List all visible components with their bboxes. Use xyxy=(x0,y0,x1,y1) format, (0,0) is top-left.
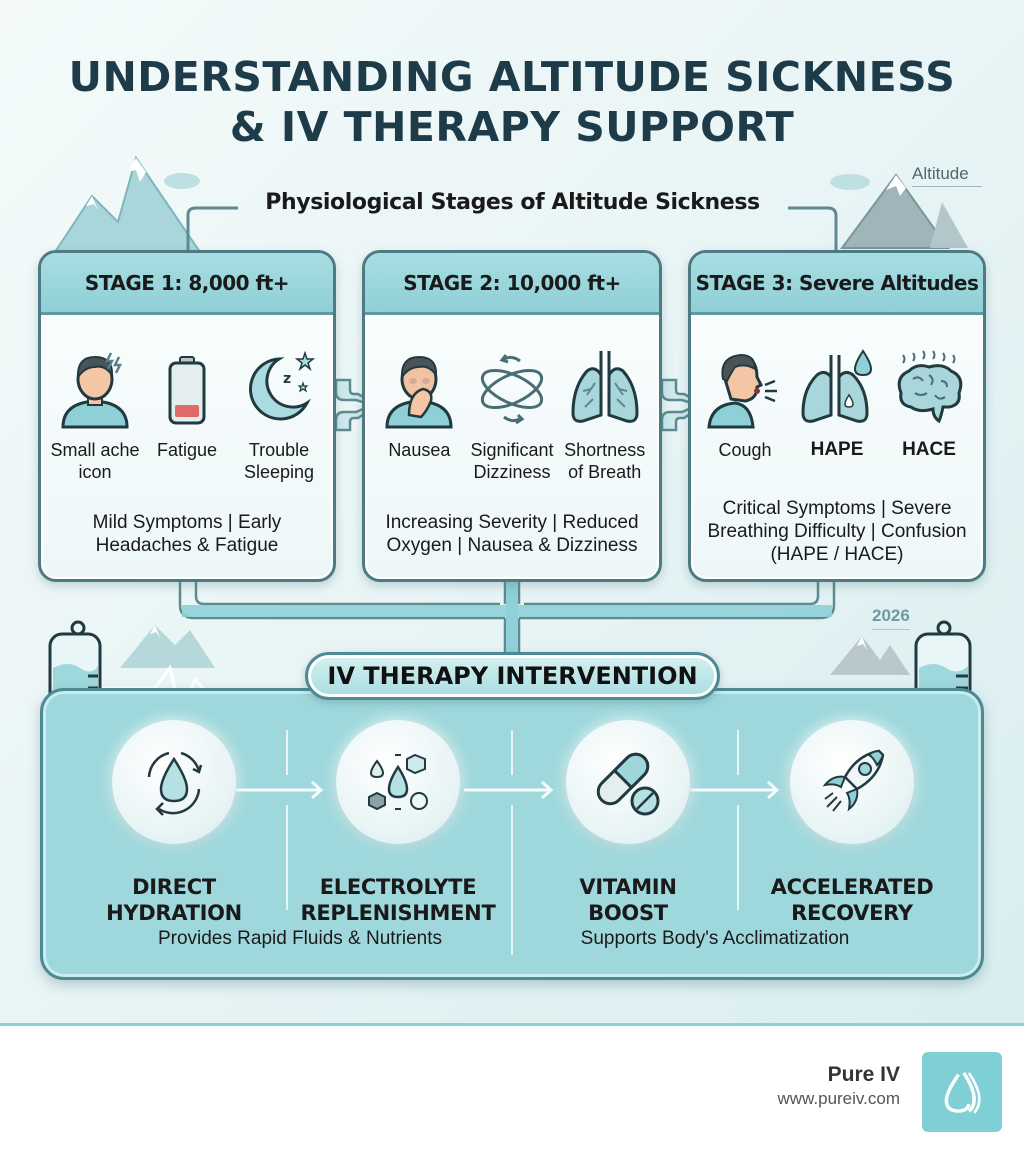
lungs-fluid-icon xyxy=(801,349,873,423)
water-drop-cycle-icon xyxy=(147,751,203,816)
symptom-label: Small ache icon xyxy=(50,440,140,482)
title-line-2: & IV THERAPY SUPPORT xyxy=(229,103,795,151)
lungs-icon xyxy=(571,351,639,423)
symptom-item: Cough xyxy=(699,343,791,461)
stage-card-2: STAGE 2: 10,000 ft+ Nausea xyxy=(362,250,662,582)
symptom-item: Significant Dizziness xyxy=(466,343,559,483)
stage-title: STAGE 3: Severe Altitudes xyxy=(691,253,983,315)
mountain-left-icon xyxy=(53,155,202,253)
electrolytes-icon xyxy=(368,753,428,811)
symptom-label: Nausea xyxy=(388,440,451,460)
brand-url[interactable]: www.pureiv.com xyxy=(777,1089,901,1108)
svg-text:z: z xyxy=(283,371,291,387)
altitude-label: Altitude xyxy=(912,164,982,187)
stage-description: Mild Symptoms | Early Headaches & Fatigu… xyxy=(92,512,282,556)
moon-sleep-icon: z xyxy=(249,350,316,421)
symptom-label: Significant Dizziness xyxy=(470,440,554,482)
stage-title: STAGE 2: 10,000 ft+ xyxy=(365,253,659,315)
cough-person-icon xyxy=(707,353,777,429)
headache-person-icon xyxy=(61,352,129,429)
water-drop-logo-icon xyxy=(944,1071,981,1114)
symptom-item: Small ache icon xyxy=(49,343,141,483)
stage-description: Critical Symptoms | Severe Breathing Dif… xyxy=(707,498,967,565)
intervention-step-4: ACCELERATED RECOVERY xyxy=(752,720,952,926)
symptom-item: HACE xyxy=(883,343,975,461)
step-label: VITAMIN BOOST xyxy=(579,875,677,925)
iv-intervention-title: IV THERAPY INTERVENTION xyxy=(305,652,720,700)
dizziness-orbit-icon xyxy=(480,354,544,425)
symptom-label: Fatigue xyxy=(156,440,218,460)
title-line-1: UNDERSTANDING ALTITUDE SICKNESS xyxy=(68,53,956,101)
symptom-label: Trouble Sleeping xyxy=(243,440,315,482)
brand-logo xyxy=(922,1052,1002,1132)
symptom-item: Nausea xyxy=(373,343,466,483)
symptom-item: HAPE xyxy=(791,343,883,461)
symptom-label: HAPE xyxy=(810,439,864,460)
stage-card-3: STAGE 3: Severe Altitudes Cough xyxy=(688,250,986,582)
stage-card-1: STAGE 1: 8,000 ft+ Small ache icon xyxy=(38,250,336,582)
section-subtitle: Physiological Stages of Altitude Sicknes… xyxy=(265,190,760,215)
page-title: UNDERSTANDING ALTITUDE SICKNESS & IV THE… xyxy=(0,52,1024,152)
intervention-step-2: ELECTROLYTE REPLENISHMENT xyxy=(298,720,498,926)
brand-block: Pure IV www.pureiv.com xyxy=(778,1063,901,1109)
stage-title: STAGE 1: 8,000 ft+ xyxy=(41,253,333,315)
symptom-item: Fatigue xyxy=(141,343,233,483)
symptom-item: Shortness of Breath xyxy=(558,343,651,483)
symptom-item: z Trouble Sleeping xyxy=(233,343,325,483)
intervention-step-1: DIRECT HYDRATION xyxy=(74,720,274,926)
step-label: ELECTROLYTE REPLENISHMENT xyxy=(300,875,496,925)
capsule-pill-icon xyxy=(596,752,660,816)
nausea-person-icon xyxy=(385,355,453,429)
low-battery-icon xyxy=(168,356,206,425)
intervention-step-3: VITAMIN BOOST xyxy=(528,720,728,926)
symptom-label: Shortness of Breath xyxy=(564,440,646,482)
intervention-caption-1: Provides Rapid Fluids & Nutrients xyxy=(157,928,443,949)
intervention-caption-2: Supports Body's Acclimatization xyxy=(580,928,850,949)
brain-icon xyxy=(897,350,963,424)
symptom-label: HACE xyxy=(902,439,956,460)
step-label: ACCELERATED RECOVERY xyxy=(770,875,934,925)
brand-name: Pure IV xyxy=(827,1063,900,1086)
stage-description: Increasing Severity | Reduced Oxygen | N… xyxy=(385,512,639,556)
infographic-canvas: UNDERSTANDING ALTITUDE SICKNESS & IV THE… xyxy=(0,0,1024,1026)
rocket-icon xyxy=(822,749,885,812)
step-label: DIRECT HYDRATION xyxy=(106,875,242,925)
year-label: 2026 xyxy=(872,606,910,630)
symptom-label: Cough xyxy=(718,440,772,460)
